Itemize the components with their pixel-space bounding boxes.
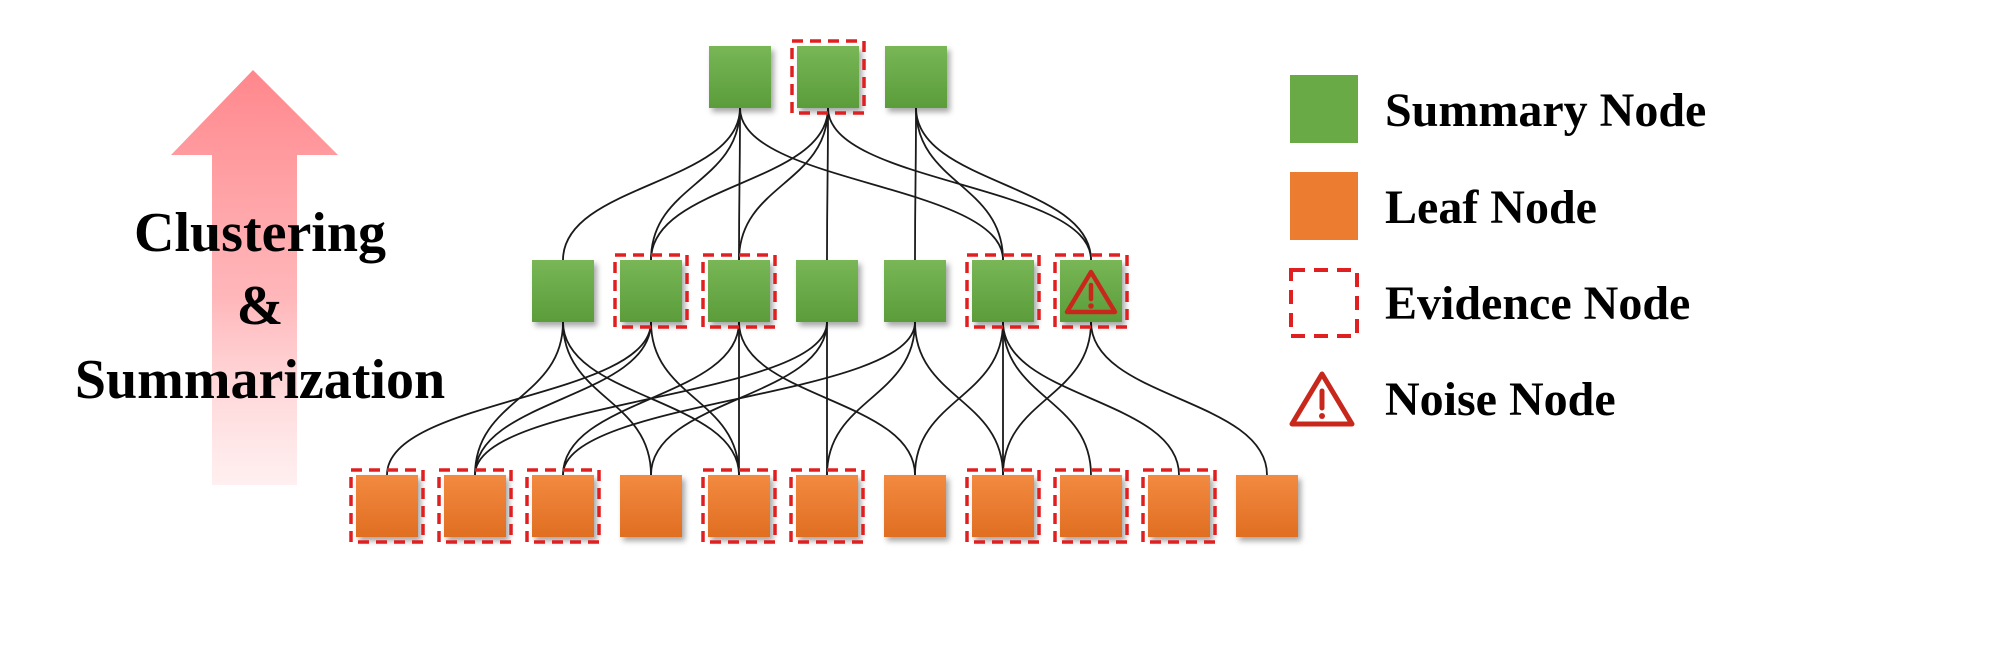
edge-mid-leaf: [562, 321, 916, 476]
caption-line-2: &: [236, 275, 284, 337]
legend: [1289, 75, 1359, 427]
leaf-node-box: [1060, 475, 1122, 537]
summary-node: [884, 260, 946, 322]
edge-top-mid: [650, 107, 741, 261]
summary-node-box: [708, 260, 770, 322]
evidence-border: [525, 468, 601, 544]
summary-node-box: [620, 260, 682, 322]
evidence-border: [701, 253, 777, 329]
summary-node: [709, 46, 771, 108]
summary-node: [701, 253, 777, 329]
edge-top-mid: [915, 107, 1092, 261]
evidence-border: [965, 468, 1041, 544]
edge-mid-leaf: [1002, 321, 1180, 476]
edge-mid-leaf: [474, 321, 828, 476]
leaf-node: [620, 475, 682, 537]
summary-node: [790, 39, 866, 115]
edge-mid-leaf: [1002, 321, 1092, 476]
edge-mid-leaf: [826, 321, 916, 476]
edge-mid-leaf: [562, 321, 652, 476]
leaf-node-box: [356, 475, 418, 537]
evidence-border: [1053, 253, 1129, 329]
edge-mid-leaf: [914, 321, 1004, 476]
evidence-border: [790, 39, 866, 115]
evidence-border: [613, 253, 689, 329]
leaf-node: [884, 475, 946, 537]
legend-noise-label: Noise Node: [1385, 373, 1616, 426]
leaf-node-box: [1236, 475, 1298, 537]
leaf-node-box: [708, 475, 770, 537]
evidence-border: [1053, 468, 1129, 544]
legend-leaf-swatch: [1290, 172, 1358, 240]
leaf-node: [965, 468, 1041, 544]
edge-mid-leaf: [474, 321, 652, 476]
evidence-border: [349, 468, 425, 544]
warning-icon: [1289, 371, 1355, 427]
leaf-node-box: [884, 475, 946, 537]
nodes: [349, 39, 1298, 544]
leaf-node: [1236, 475, 1298, 537]
edge-mid-leaf: [1090, 321, 1268, 476]
summary-node: [965, 253, 1041, 329]
edge-mid-leaf: [650, 321, 740, 476]
leaf-node: [701, 468, 777, 544]
edge-top-mid: [914, 107, 917, 261]
summary-node-box: [885, 46, 947, 108]
summary-node-box: [797, 46, 859, 108]
legend-summary-label: Summary Node: [1385, 84, 1707, 137]
leaf-node: [349, 468, 425, 544]
evidence-border: [965, 253, 1041, 329]
summary-node: [796, 260, 858, 322]
summary-node-box: [532, 260, 594, 322]
leaf-node: [789, 468, 865, 544]
leaf-node: [1141, 468, 1217, 544]
edge-top-mid: [650, 107, 829, 261]
warning-icon: [1064, 269, 1118, 315]
leaf-node: [437, 468, 513, 544]
legend-leaf-label: Leaf Node: [1385, 181, 1597, 234]
evidence-border: [437, 468, 513, 544]
upward-arrow: [171, 70, 338, 485]
edge-top-mid: [915, 107, 1004, 261]
legend-evidence-label: Evidence Node: [1385, 277, 1691, 330]
caption-line-1: Clustering: [134, 202, 386, 264]
evidence-border: [1141, 468, 1217, 544]
summary-node-box: [796, 260, 858, 322]
edges: [386, 107, 1268, 476]
leaf-node-box: [532, 475, 594, 537]
leaf-node: [1053, 468, 1129, 544]
summary-node: [1053, 253, 1129, 329]
legend-summary-swatch: [1290, 75, 1358, 143]
summary-node: [532, 260, 594, 322]
edge-top-mid: [739, 107, 1004, 261]
leaf-node-box: [1148, 475, 1210, 537]
edge-top-mid: [562, 107, 741, 261]
legend-evidence-swatch: [1289, 268, 1359, 338]
summary-node-box: [884, 260, 946, 322]
evidence-border: [701, 468, 777, 544]
edge-mid-leaf: [386, 321, 652, 476]
caption-line-3: Summarization: [74, 349, 446, 411]
edge-top-mid: [826, 107, 829, 261]
edge-top-mid: [738, 107, 829, 261]
summary-node: [885, 46, 947, 108]
leaf-node-box: [620, 475, 682, 537]
leaf-node-box: [796, 475, 858, 537]
leaf-node: [525, 468, 601, 544]
leaf-node-box: [972, 475, 1034, 537]
leaf-node-box: [444, 475, 506, 537]
summary-node: [613, 253, 689, 329]
summary-node-box: [709, 46, 771, 108]
evidence-border: [789, 468, 865, 544]
summary-node-box: [972, 260, 1034, 322]
